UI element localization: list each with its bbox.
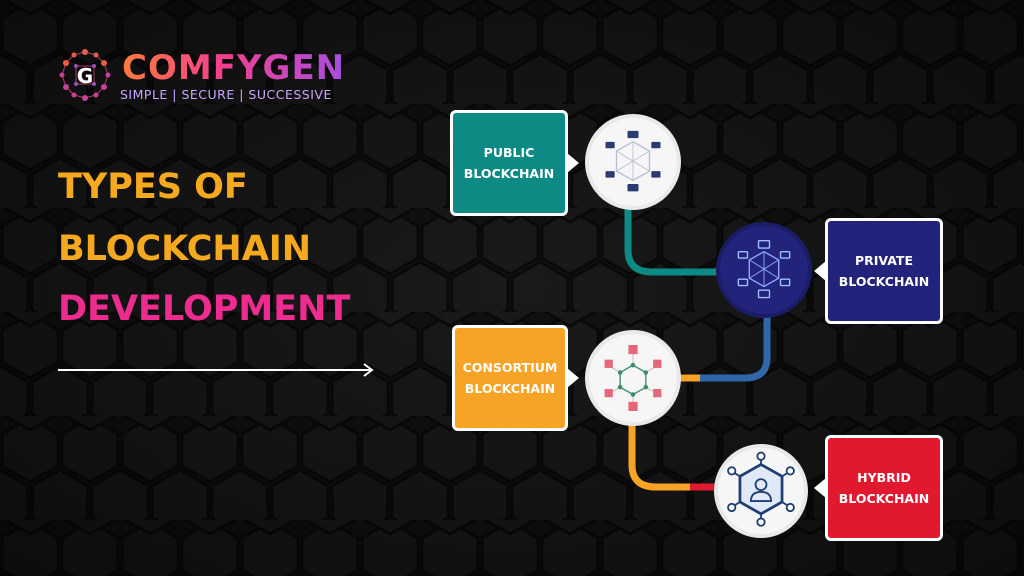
public-blockchain-box: PUBLIC BLOCKCHAIN	[450, 110, 579, 216]
public-label-line2: BLOCKCHAIN	[463, 166, 555, 181]
private-label-line2: BLOCKCHAIN	[838, 274, 930, 289]
consortium-blockchain-circle	[585, 330, 681, 426]
public-label-line1: PUBLIC	[483, 145, 535, 160]
brand-logo: G COMFYGEN SIMPLE | SECURE | SUCCESSIVE	[56, 46, 366, 108]
buildings-network-icon	[604, 345, 662, 411]
hybrid-blockchain-box: HYBRID BLOCKCHAIN	[814, 435, 943, 541]
network-devices-icon	[605, 130, 661, 192]
consortium-label-line1: CONSORTIUM	[462, 360, 558, 375]
consortium-label-line2: BLOCKCHAIN	[464, 381, 556, 396]
private-blockchain-box: PRIVATE BLOCKCHAIN	[814, 218, 943, 324]
private-label-line1: PRIVATE	[854, 253, 914, 268]
headline-line-2: BLOCKCHAIN	[58, 229, 312, 269]
public-blockchain-circle	[585, 114, 681, 210]
private-blockchain-circle	[716, 222, 812, 318]
hybrid-label-line1: HYBRID	[857, 470, 911, 485]
arrow-right-icon	[58, 363, 374, 377]
comfygen-logo-icon: G	[59, 49, 111, 101]
logo-letter: G	[77, 64, 93, 88]
network-devices-icon	[737, 239, 791, 299]
consortium-blockchain-box: CONSORTIUM BLOCKCHAIN	[452, 325, 579, 431]
hybrid-label-line2: BLOCKCHAIN	[838, 491, 930, 506]
brand-name: COMFYGEN	[122, 48, 346, 88]
hexagon-user-network-icon	[727, 451, 795, 527]
hybrid-blockchain-circle	[714, 444, 808, 538]
brand-tagline: SIMPLE | SECURE | SUCCESSIVE	[120, 87, 332, 102]
headline-line-3: DEVELOPMENT	[58, 289, 351, 329]
headline-line-1: TYPES OF	[58, 167, 248, 207]
